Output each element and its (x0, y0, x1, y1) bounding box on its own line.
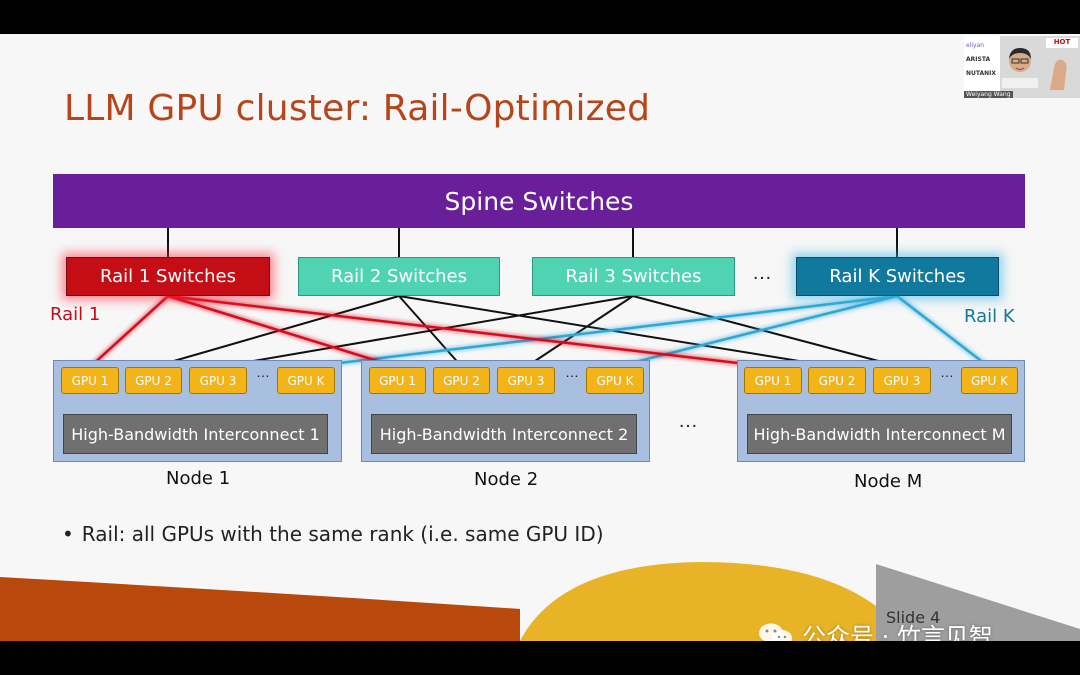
speaker-name: Weiyang Wang (964, 91, 1013, 98)
node1-gpuk: GPU K (277, 367, 335, 394)
sponsor-panel: eliyan ARISTA NUTANIX (964, 36, 1000, 98)
node1-gpu-ellipsis: … (256, 364, 270, 380)
rail3-links (217, 295, 902, 368)
slide-title: LLM GPU cluster: Rail-Optimized (64, 88, 651, 129)
nodem-label: Node M (854, 471, 923, 492)
slide-decoration (0, 562, 1080, 641)
spine-links (167, 228, 898, 257)
railk-side-label: Rail K (964, 306, 1015, 327)
slide: LLM GPU cluster: Rail-Optimized (0, 34, 1080, 641)
conference-logo: HOT (1046, 38, 1078, 48)
node-ellipsis: … (678, 410, 699, 432)
rail1-links (89, 294, 773, 369)
watermark: 公众号 · 竹言见智 (758, 617, 993, 641)
node1-gpu2: GPU 2 (125, 367, 182, 394)
node1-gpu1: GPU 1 (61, 367, 119, 394)
node1-gpu3: GPU 3 (189, 367, 247, 394)
nodem-interconnect: High-Bandwidth Interconnect M (747, 414, 1012, 454)
rail-ellipsis: … (752, 262, 773, 284)
nodem-gpuk: GPU K (961, 367, 1018, 394)
bullet-point: • Rail: all GPUs with the same rank (i.e.… (62, 522, 604, 546)
speaker-avatar-icon (1002, 48, 1038, 88)
node2-interconnect: High-Bandwidth Interconnect 2 (371, 414, 637, 454)
bullet-text: Rail: all GPUs with the same rank (i.e. … (81, 522, 604, 546)
connection-lines (89, 228, 990, 416)
nodem-gpu2: GPU 2 (808, 367, 866, 394)
orange-band (0, 577, 520, 641)
node2-gpu3: GPU 3 (497, 367, 555, 394)
speaker-hand-icon (1050, 59, 1067, 90)
rail3-switches: Rail 3 Switches (532, 257, 735, 296)
rail1-side-label: Rail 1 (50, 304, 101, 325)
watermark-text: 公众号 · 竹言见智 (802, 623, 993, 641)
grey-corner (876, 564, 1080, 641)
sponsor-3: NUTANIX (966, 70, 997, 77)
sponsor-2: ARISTA (966, 56, 991, 63)
rail2-switches: Rail 2 Switches (298, 257, 500, 296)
node2-gpu2: GPU 2 (433, 367, 490, 394)
yellow-arc (520, 562, 880, 641)
node1-interconnect: High-Bandwidth Interconnect 1 (63, 414, 328, 454)
node2-gpu1: GPU 1 (369, 367, 426, 394)
nodem-gpu3: GPU 3 (873, 367, 931, 394)
node2-gpuk: GPU K (586, 367, 644, 394)
speaker-webcam: eliyan ARISTA NUTANIX HOT Weiyang Wang (964, 36, 1080, 98)
slide-number: Slide 4 (886, 608, 941, 627)
node2-label: Node 2 (474, 469, 539, 490)
rail1-switches: Rail 1 Switches (66, 257, 270, 296)
node2-gpu-ellipsis: … (565, 364, 579, 380)
node1-label: Node 1 (166, 468, 231, 489)
bullet-dot-icon: • (62, 522, 74, 546)
spine-switches: Spine Switches (53, 174, 1025, 228)
wechat-icon (758, 622, 794, 641)
nodem-gpu1: GPU 1 (744, 367, 802, 394)
railk-switches: Rail K Switches (796, 257, 999, 296)
nodem-gpu-ellipsis: … (940, 364, 954, 380)
sponsor-1: eliyan (966, 42, 985, 49)
